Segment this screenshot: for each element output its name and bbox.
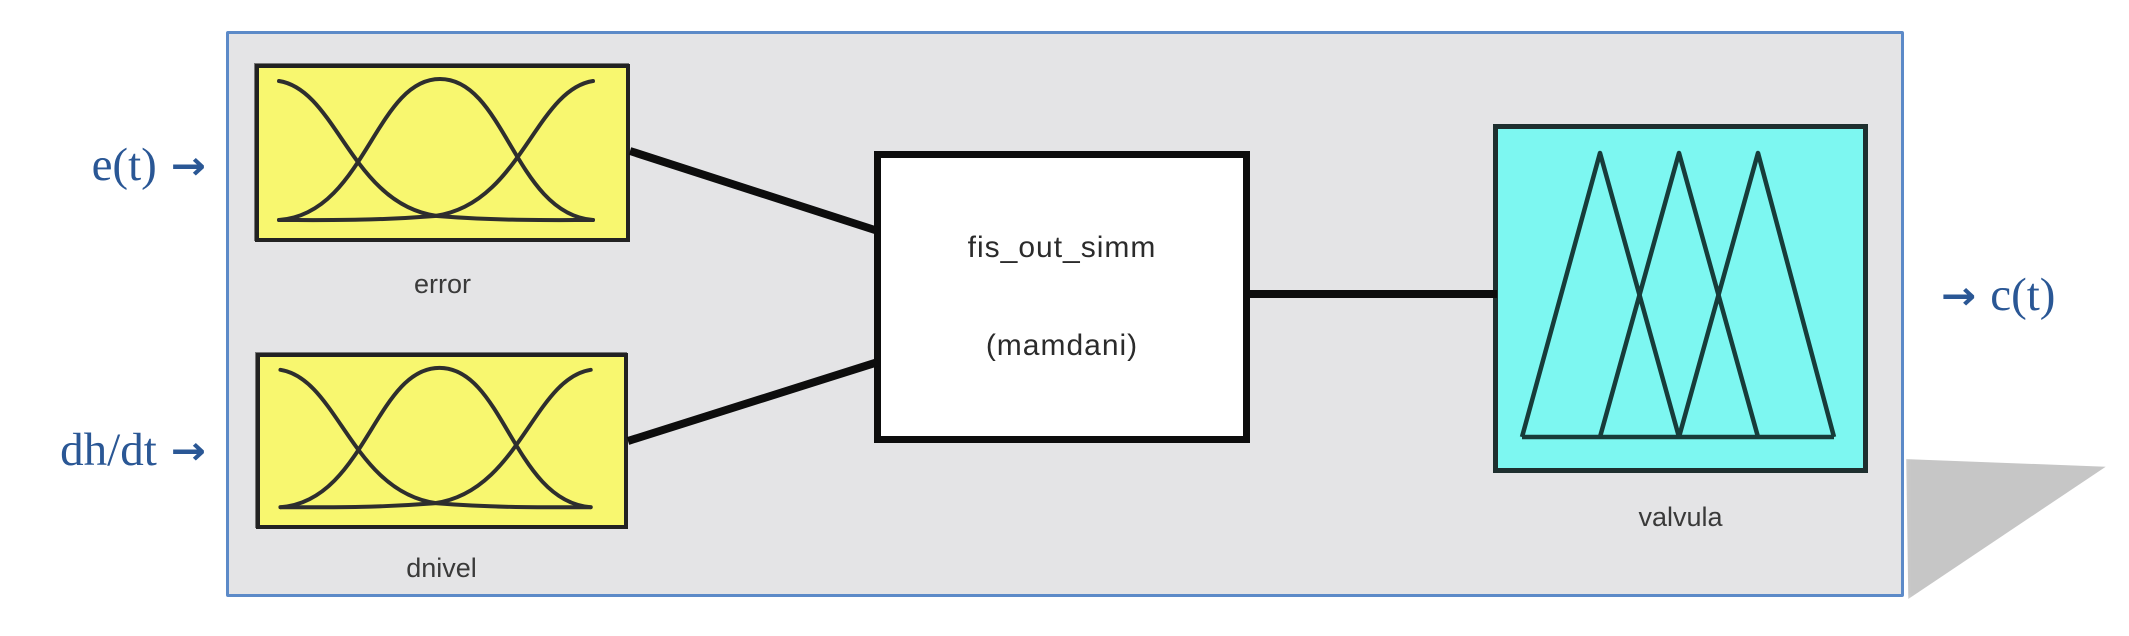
output-signal-label-c: → c(t)	[1941, 272, 2055, 319]
mf-curve-left	[278, 367, 593, 510]
right-arrow-icon: →	[170, 427, 206, 473]
gaussian-mf-plot-icon	[277, 76, 595, 223]
signal-text: c(t)	[1990, 269, 2056, 321]
mf-curve-right	[278, 367, 593, 510]
input-signal-label-e: e(t) →	[0, 142, 206, 189]
block-caption-error: error	[413, 269, 471, 299]
mf-curve-right	[277, 79, 595, 223]
mf-triangle-left	[1519, 150, 1682, 438]
block-caption-valvula: valvula	[1638, 502, 1723, 532]
mf-curve-left	[277, 79, 595, 223]
block-caption-dnivel: dnivel	[406, 553, 477, 583]
gaussian-mf-plot-icon	[278, 365, 593, 510]
signal-text: dh/dt	[60, 424, 157, 476]
mf-triangle-center	[1597, 150, 1761, 438]
mf-curve-center	[278, 365, 593, 510]
input-mf-block-dnivel[interactable]	[256, 353, 628, 529]
mf-triangle-right	[1676, 150, 1837, 438]
right-arrow-icon: →	[1941, 272, 1977, 318]
panel-drop-shadow	[1906, 459, 2106, 599]
input-mf-block-error[interactable]	[255, 64, 630, 242]
right-arrow-icon: →	[170, 142, 206, 188]
mf-curve-center	[277, 76, 595, 222]
triangular-mf-plot-icon	[1519, 150, 1837, 440]
fis-name-text: fis_out_simm	[967, 231, 1157, 264]
fis-type-text: (mamdani)	[985, 329, 1139, 362]
input-signal-label-dhdt: dh/dt →	[0, 427, 206, 474]
output-mf-block-valvula[interactable]	[1493, 124, 1868, 473]
signal-text: e(t)	[91, 139, 157, 191]
fis-rule-block[interactable]: fis_out_simm (mamdani)	[874, 151, 1250, 443]
